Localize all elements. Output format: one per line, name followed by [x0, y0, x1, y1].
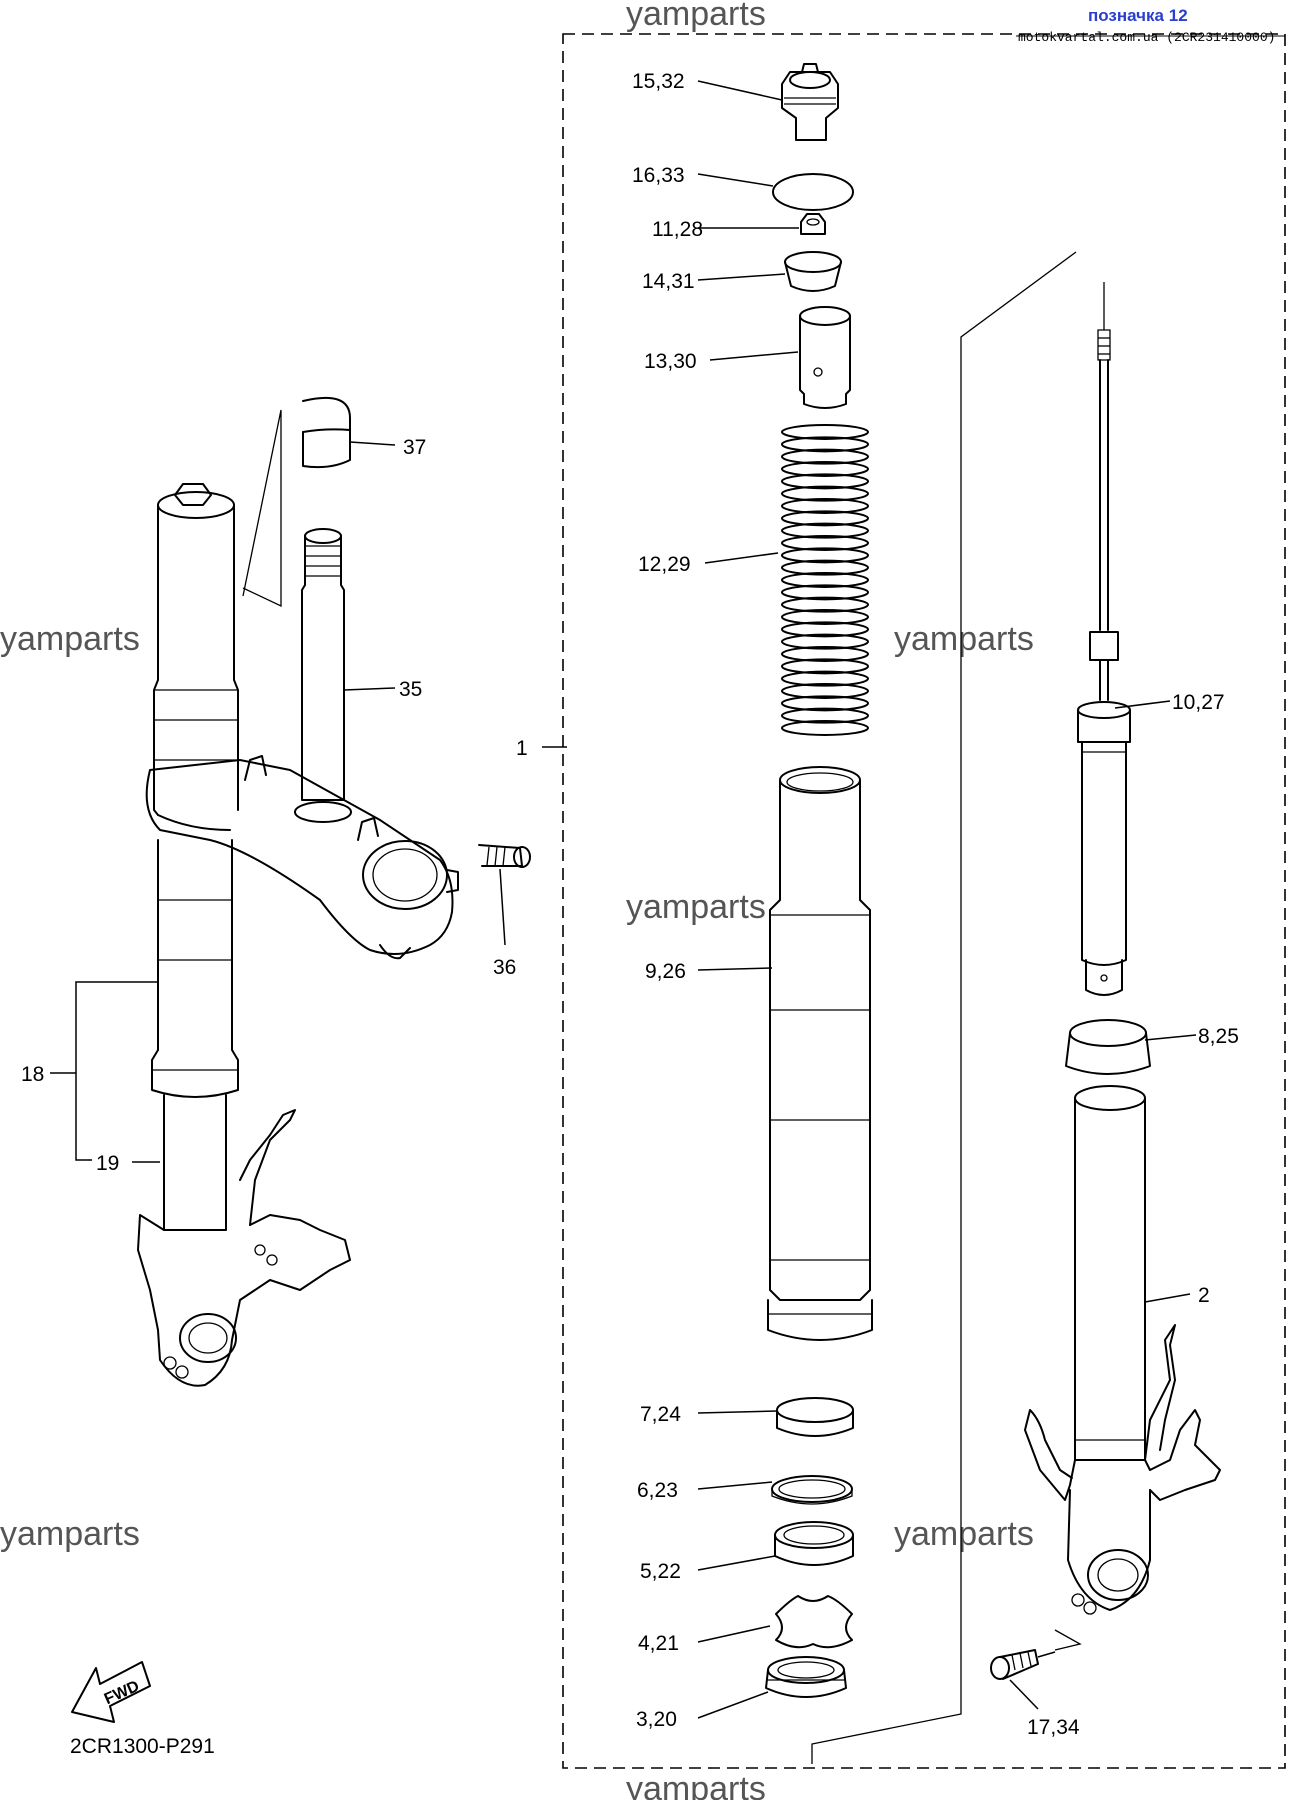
header-label: позначка 12: [1088, 6, 1188, 25]
watermark: yamparts: [894, 1515, 1034, 1553]
spring-seat: [784, 251, 842, 292]
inner-tube: [1024, 1085, 1221, 1615]
spring-coil: [781, 547, 869, 564]
spring-coil: [781, 522, 869, 539]
callout-36: 36: [493, 956, 516, 979]
watermark: yamparts: [626, 888, 766, 926]
spring-coil: [781, 572, 869, 588]
cap-bolt: [781, 63, 839, 141]
spring-coil: [781, 461, 869, 477]
spring-coil: [781, 658, 869, 675]
callout-37: 37: [403, 436, 426, 459]
spring-coil: [781, 609, 869, 625]
circlip: [775, 1595, 853, 1649]
spring-coil: [781, 720, 869, 736]
callout-15-32: 15,32: [632, 70, 685, 93]
pinch-bolt: [478, 844, 531, 868]
spring-coil: [781, 473, 869, 490]
callout-8-25: 8,25: [1198, 1025, 1239, 1048]
bottom-bolt: [990, 1649, 1056, 1680]
washer: [771, 1475, 853, 1505]
fork-spring: [781, 424, 869, 736]
callout-leaders: [50, 80, 1197, 1719]
callout-5-22: 5,22: [640, 1560, 681, 1583]
guide-bushing: [1065, 1019, 1151, 1075]
callout-19: 19: [96, 1152, 119, 1175]
spring-coil: [781, 596, 869, 613]
spring-coil: [781, 683, 869, 699]
spring-coil: [781, 695, 869, 712]
lock-nut: [800, 213, 826, 235]
watermark: yamparts: [0, 620, 140, 658]
spring-coil: [781, 707, 869, 724]
fork-leg-assembly: [137, 483, 351, 1387]
steering-stem: [294, 528, 352, 823]
assembly-frame: [562, 33, 1286, 1769]
callout-2: 2: [1198, 1284, 1210, 1307]
spring-coil: [781, 436, 869, 453]
spring-coil: [781, 510, 869, 527]
spring-coil: [781, 559, 869, 576]
spring-coil: [781, 646, 869, 662]
callout-6-23: 6,23: [637, 1479, 678, 1502]
callout-12-29: 12,29: [638, 553, 691, 576]
fwd-badge-label: FWD: [102, 1678, 142, 1708]
callout-3-20: 3,20: [636, 1708, 677, 1731]
fork-clip: [302, 397, 351, 469]
callout-35: 35: [399, 678, 422, 701]
group-line: [811, 251, 1077, 1764]
callout-11-28: 11,28: [652, 218, 703, 241]
spring-coil: [781, 424, 869, 440]
callout-16-33: 16,33: [632, 164, 685, 187]
watermark: yamparts: [626, 0, 766, 33]
header-source: motokvartal.com.ua (2CR231410000): [1018, 30, 1275, 45]
callout-9-26: 9,26: [645, 960, 686, 983]
spring-coil: [781, 448, 869, 465]
outer-tube: [767, 766, 873, 1341]
callout-7-24: 7,24: [640, 1403, 681, 1426]
watermark: yamparts: [894, 620, 1034, 658]
spacer-collar: [799, 306, 851, 409]
dust-seal: [765, 1656, 847, 1698]
callout-1: 1: [516, 737, 528, 760]
spring-coil: [781, 498, 869, 514]
spring-coil: [781, 535, 869, 551]
spring-coil: [781, 633, 869, 650]
forward-arrow-icon: FWD: [71, 1661, 151, 1723]
oil-seal: [774, 1521, 854, 1566]
spring-coil: [781, 670, 869, 687]
callout-13-30: 13,30: [644, 350, 697, 373]
spring-coil: [781, 584, 869, 601]
callout-14-31: 14,31: [642, 270, 695, 293]
callout-10-27: 10,27: [1172, 691, 1225, 714]
diagram-code: 2CR1300-P291: [70, 1735, 215, 1758]
spring-coil: [781, 485, 869, 502]
watermark: yamparts: [626, 1770, 766, 1800]
callout-18: 18: [21, 1063, 44, 1086]
damper-rod: [1077, 282, 1131, 996]
lower-bracket: [145, 755, 459, 960]
callout-4-21: 4,21: [638, 1632, 679, 1655]
callout-17-34: 17,34: [1027, 1716, 1080, 1739]
o-ring: [772, 173, 854, 211]
group-line: [1054, 1629, 1082, 1651]
spring-coil: [781, 621, 869, 638]
slide-bushing: [776, 1397, 854, 1437]
watermark: yamparts: [0, 1515, 140, 1553]
